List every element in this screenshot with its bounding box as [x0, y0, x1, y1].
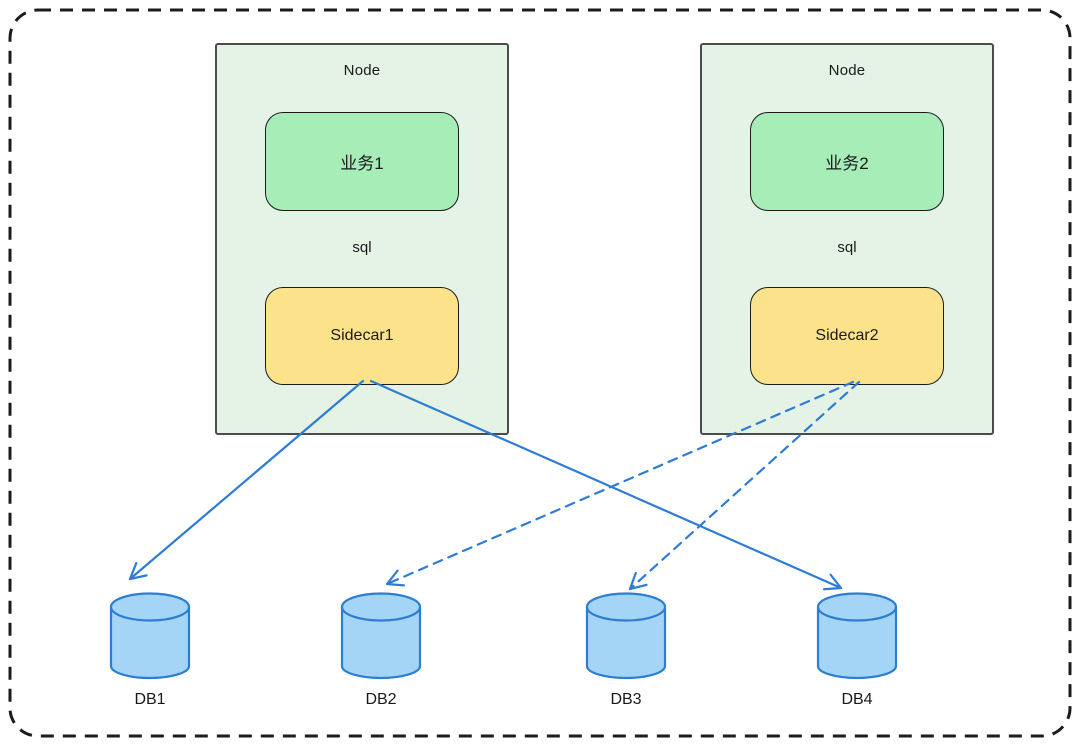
service-1-label: 业务1: [340, 154, 384, 173]
sidecar-box-1: Sidecar1: [265, 287, 459, 385]
sidecar-box-2: Sidecar2: [750, 287, 944, 385]
db1-cylinder-icon: [109, 592, 191, 680]
protocol-label-2: sql: [837, 239, 857, 256]
protocol-label-1: sql: [352, 239, 372, 256]
service-box-1: 业务1: [265, 112, 459, 211]
db2-cylinder-icon: [340, 592, 422, 680]
node-box-1: Node 业务1 sql Sidecar1: [215, 43, 509, 435]
db3-label: DB3: [610, 691, 642, 708]
db4-cylinder-icon: [816, 592, 898, 680]
db1-label: DB1: [134, 691, 166, 708]
db4-label: DB4: [841, 691, 873, 708]
db2-label: DB2: [365, 691, 397, 708]
sidecar-2-label: Sidecar2: [815, 327, 879, 344]
node-1-title: Node: [343, 62, 381, 79]
service-box-2: 业务2: [750, 112, 944, 211]
service-2-label: 业务2: [825, 154, 869, 173]
node-2-title: Node: [828, 62, 866, 79]
node-box-2: Node 业务2 sql Sidecar2: [700, 43, 994, 435]
db3-cylinder-icon: [585, 592, 667, 680]
sidecar-1-label: Sidecar1: [330, 327, 394, 344]
